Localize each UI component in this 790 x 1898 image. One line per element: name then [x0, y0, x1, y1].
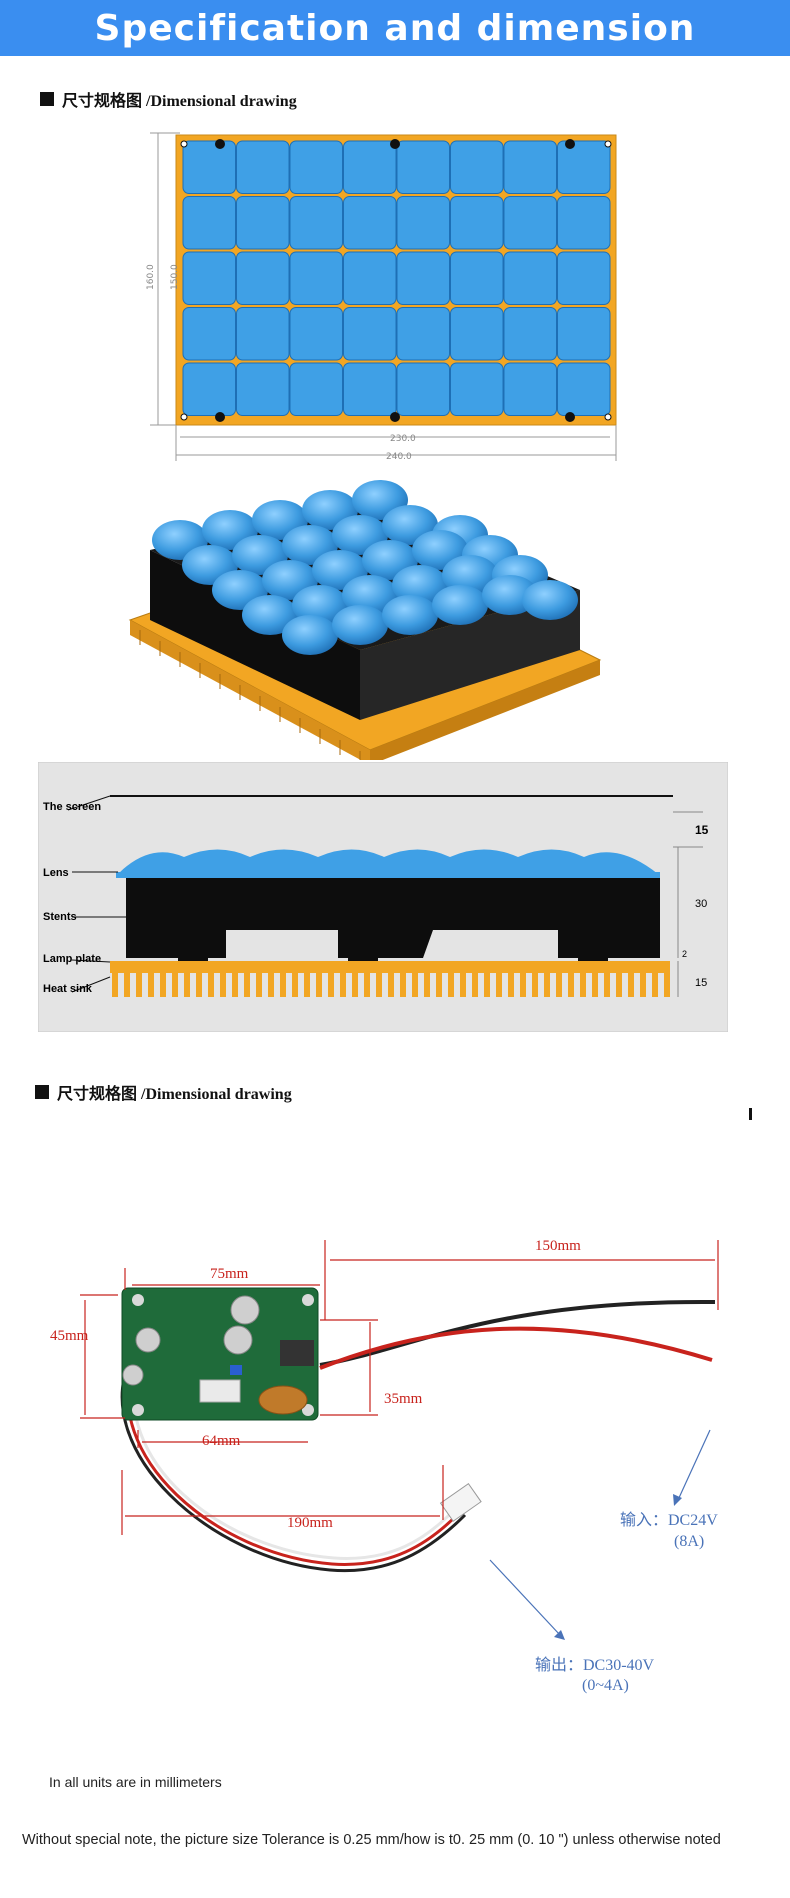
- lens-cell: [289, 307, 343, 361]
- input-voltage-label: 输入：DC24V: [620, 1511, 718, 1529]
- label-lamp-plate: Lamp plate: [43, 953, 101, 965]
- lens-cell: [503, 251, 557, 305]
- dim-stent-height: 30: [695, 898, 707, 910]
- dim-height-outer: 160.0: [146, 264, 156, 290]
- lens-cell: [396, 251, 450, 305]
- lens-cell: [503, 307, 557, 361]
- lens-cell: [343, 251, 397, 305]
- lens-grid: /* placeholder */: [182, 140, 611, 416]
- section-heading-2: 尺寸规格图 /Dimensional drawing: [35, 1080, 292, 1104]
- lens-cell: [557, 196, 611, 250]
- lens-cell: [450, 362, 504, 416]
- output-voltage-label: 输出：DC30-40V: [535, 1656, 655, 1674]
- section-heading-2-text: 尺寸规格图 /Dimensional drawing: [57, 1086, 292, 1103]
- dim-35mm: 35mm: [384, 1391, 423, 1407]
- lens-cell: [343, 362, 397, 416]
- title-banner: Specification and dimension: [0, 0, 790, 56]
- lens-cell: [182, 307, 236, 361]
- lens-cell: [450, 251, 504, 305]
- lens-cell: [503, 196, 557, 250]
- dim-150mm: 150mm: [535, 1238, 581, 1254]
- lens-cell: [236, 251, 290, 305]
- dim-screen-gap: 15: [695, 823, 709, 837]
- section-heading-1: 尺寸规格图 /Dimensional drawing: [40, 87, 297, 111]
- lens-cell: [557, 251, 611, 305]
- section-heading-1-text: 尺寸规格图 /Dimensional drawing: [62, 93, 297, 110]
- input-current-label: (8A): [674, 1533, 704, 1550]
- driver-board-drawing: 150mm 75mm 45mm 35mm 64mm 190mm 输入：DC24V…: [50, 1238, 719, 1694]
- top-view-drawing: /* placeholder */ 230.0 240.0 160.0 150.…: [146, 132, 617, 462]
- side-heat-sink-fins: [112, 973, 670, 997]
- lens-cell: [182, 251, 236, 305]
- lens-cell: [182, 362, 236, 416]
- lens-cell: [343, 196, 397, 250]
- lens-cell: [503, 140, 557, 194]
- dim-64mm: 64mm: [202, 1433, 241, 1449]
- isometric-module-render: [128, 480, 602, 760]
- banner-title: Specification and dimension: [94, 7, 696, 49]
- units-note: In all units are in millimeters: [49, 1774, 222, 1790]
- lens-cell: [396, 196, 450, 250]
- output-current-label: (0~4A): [582, 1677, 629, 1694]
- lens-cell: [450, 140, 504, 194]
- lens-cell: [396, 140, 450, 194]
- lens-cell: [289, 196, 343, 250]
- tolerance-note: Without special note, the picture size T…: [22, 1832, 721, 1848]
- dim-heat-sink: 15: [695, 977, 707, 989]
- lens-cell: [343, 140, 397, 194]
- dim-height-inner: 150.0: [170, 264, 180, 290]
- lens-cell: [503, 362, 557, 416]
- label-heat-sink: Heat sink: [43, 983, 93, 995]
- lens-cell: [236, 196, 290, 250]
- isometric-lens-domes: [152, 480, 578, 655]
- lens-cell: [236, 140, 290, 194]
- lens-cell: [396, 307, 450, 361]
- side-lens-row: [116, 849, 660, 878]
- lens-cell: [450, 307, 504, 361]
- bullet-square-icon: [35, 1085, 49, 1099]
- lens-cell: [557, 140, 611, 194]
- dim-lamp-plate: 2: [682, 949, 687, 959]
- lens-cell: [289, 251, 343, 305]
- lens-cell: [289, 362, 343, 416]
- lens-cell: [236, 307, 290, 361]
- label-stents: Stents: [43, 911, 77, 923]
- lens-cell: [343, 307, 397, 361]
- edge-mark: [749, 1108, 752, 1120]
- lens-cell: [396, 362, 450, 416]
- lens-cell: [450, 196, 504, 250]
- label-the-screen: The screen: [43, 801, 101, 813]
- lens-cell: [236, 362, 290, 416]
- bullet-square-icon: [40, 92, 54, 106]
- lens-cell: [557, 307, 611, 361]
- label-lens: Lens: [43, 867, 69, 879]
- lens-cell: [557, 362, 611, 416]
- side-view-drawing: The screen Lens Stents Lamp plate Heat s…: [38, 762, 728, 1032]
- dim-75mm: 75mm: [210, 1266, 249, 1282]
- dim-width-inner: 230.0: [390, 434, 416, 444]
- dim-45mm: 45mm: [50, 1328, 89, 1344]
- lens-cell: [289, 140, 343, 194]
- lens-cell: [182, 196, 236, 250]
- dim-190mm: 190mm: [287, 1515, 333, 1531]
- lens-cell: [182, 140, 236, 194]
- dim-width-outer: 240.0: [386, 452, 412, 462]
